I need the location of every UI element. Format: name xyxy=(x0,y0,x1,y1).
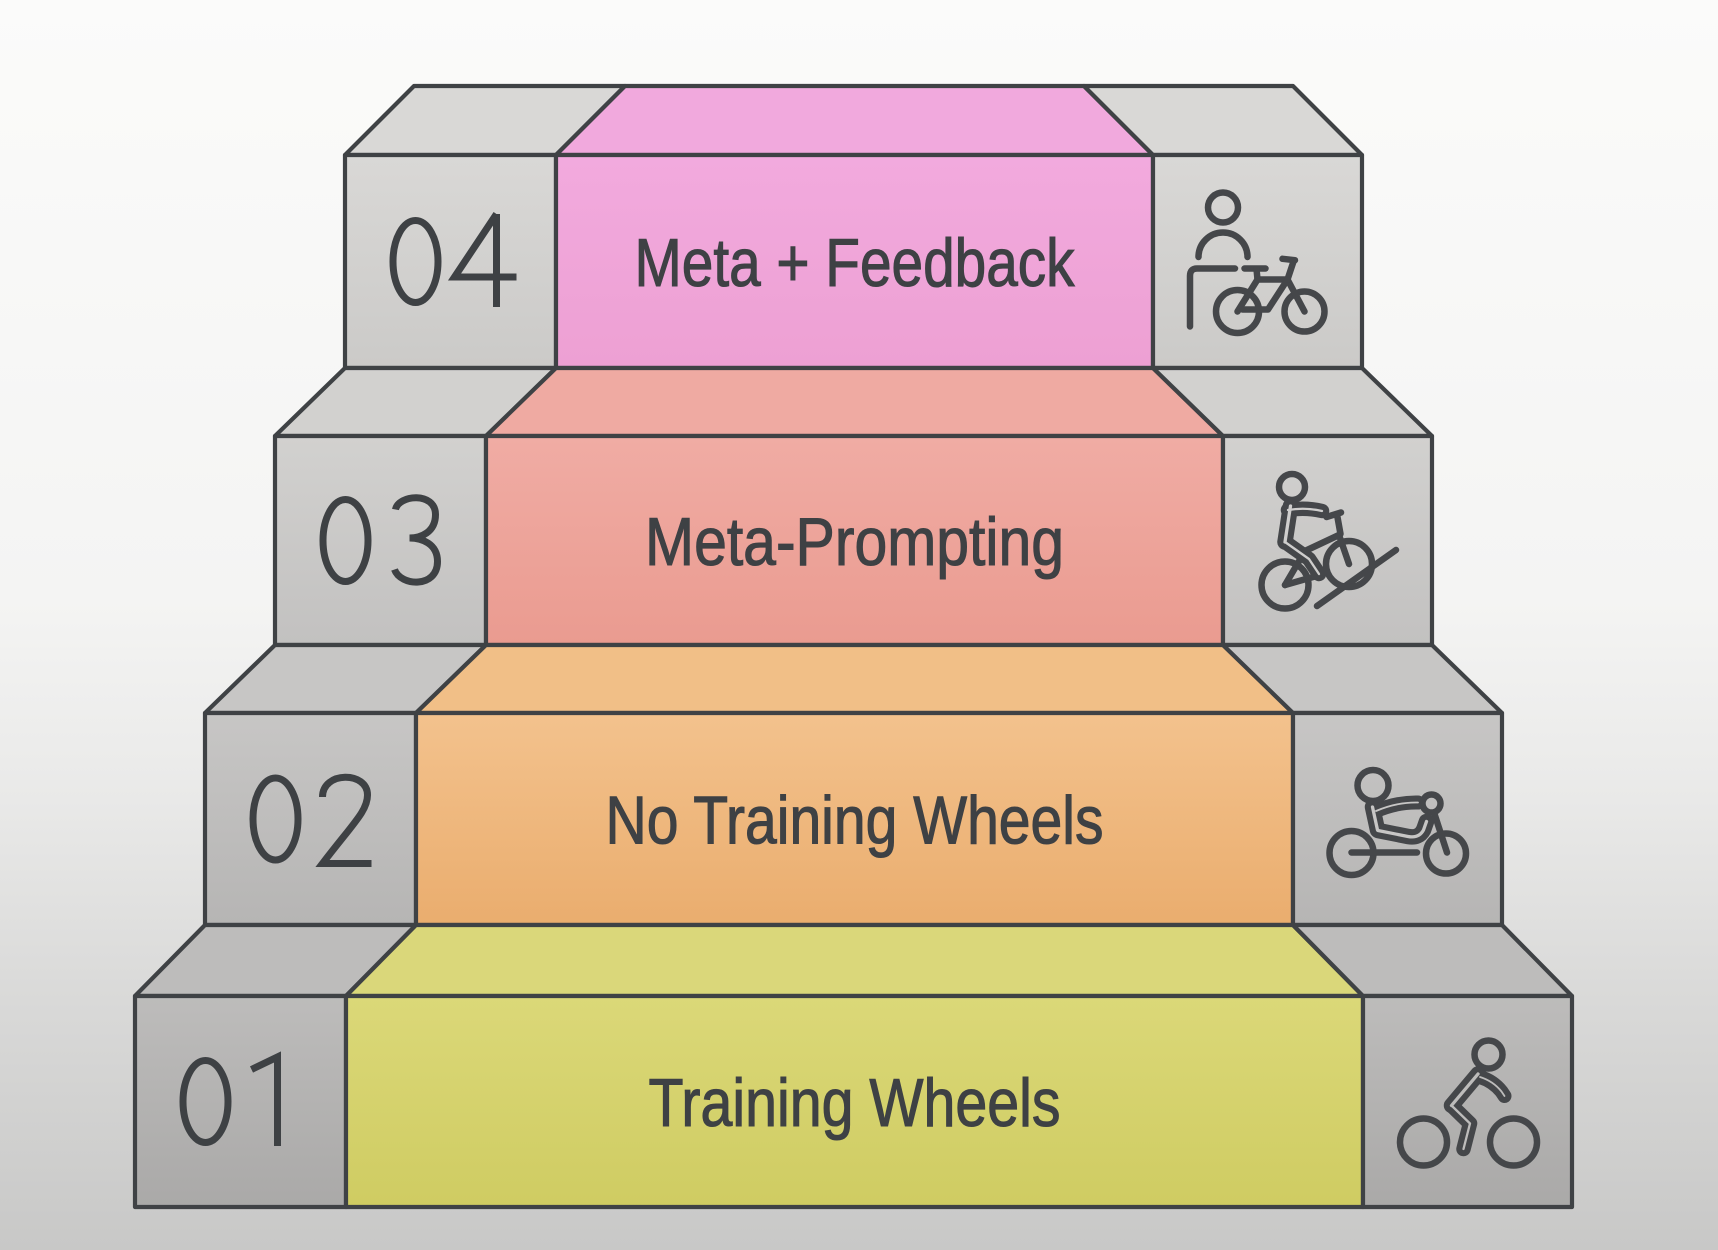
svg-text:Meta + Feedback: Meta + Feedback xyxy=(635,225,1076,301)
svg-text:Meta-Prompting: Meta-Prompting xyxy=(645,504,1064,580)
svg-text:No Training Wheels: No Training Wheels xyxy=(606,783,1104,859)
svg-text:Training Wheels: Training Wheels xyxy=(649,1065,1061,1141)
